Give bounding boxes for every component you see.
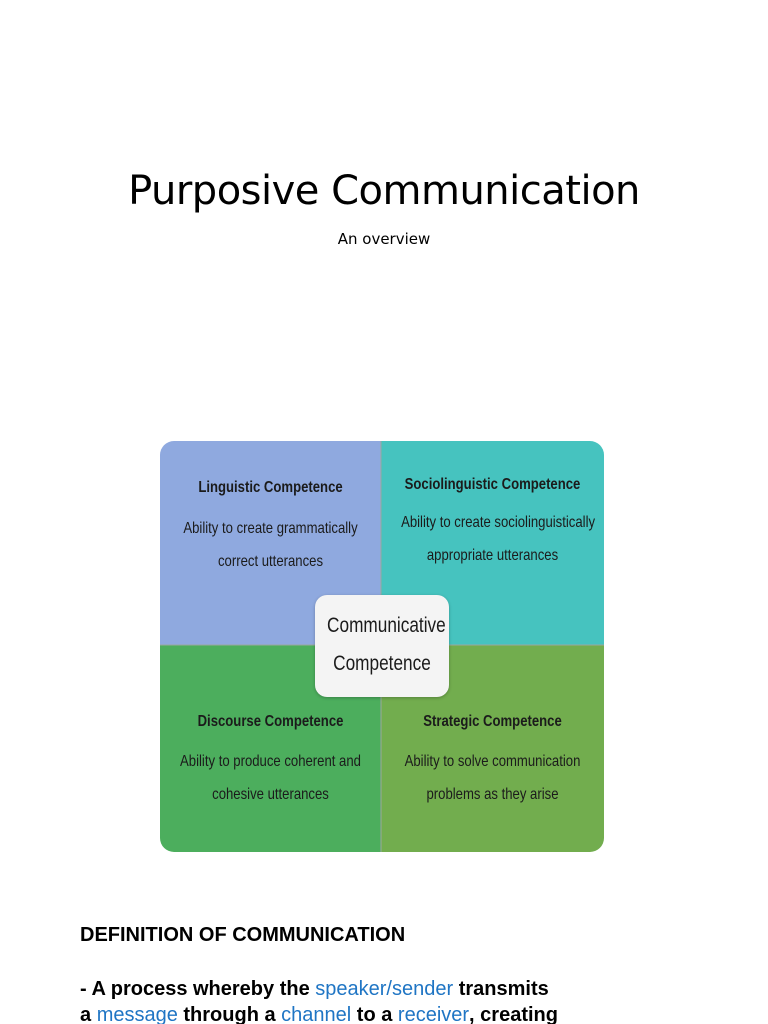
center-label-line: Competence bbox=[333, 652, 431, 675]
quadrant-title: Sociolinguistic Competence bbox=[404, 476, 581, 493]
quadrant-title: Strategic Competence bbox=[423, 713, 562, 730]
text-segment: - A process whereby the bbox=[80, 978, 316, 1000]
text-segment: , creating bbox=[469, 1004, 558, 1024]
term-receiver: receiver bbox=[397, 1004, 470, 1024]
quadrant-description-line: problems as they arise bbox=[426, 786, 559, 803]
text-segment: to a bbox=[351, 1004, 398, 1024]
definition-line: - A process whereby the speaker/sender t… bbox=[80, 976, 680, 1002]
quadrant-title: Linguistic Competence bbox=[198, 479, 343, 496]
definition-text: - A process whereby the speaker/sender t… bbox=[80, 976, 680, 1024]
term-channel: channel bbox=[281, 1004, 352, 1024]
center-label-box: Communicative Competence bbox=[315, 595, 449, 697]
quadrant-description-line: Ability to create grammatically bbox=[183, 520, 358, 537]
center-label-line: Communicative bbox=[327, 614, 446, 637]
quadrant-description-line: Ability to produce coherent and bbox=[180, 753, 361, 770]
quadrant-title: Discourse Competence bbox=[197, 713, 344, 730]
quadrant-description-line: Ability to solve communication bbox=[404, 753, 581, 770]
text-segment: through a bbox=[177, 1004, 282, 1024]
quadrant-description-line: correct utterances bbox=[217, 553, 324, 570]
text-segment: a bbox=[80, 1004, 97, 1024]
communicative-competence-diagram: Linguistic Competence Ability to create … bbox=[160, 441, 604, 852]
quadrant-linguistic-competence: Linguistic Competence Ability to create … bbox=[160, 441, 381, 645]
definition-heading: DEFINITION OF COMMUNICATION bbox=[80, 924, 406, 946]
page-title: Purposive Communication bbox=[128, 168, 640, 214]
term-message: message bbox=[96, 1004, 178, 1024]
quadrant-description-line: cohesive utterances bbox=[212, 786, 329, 803]
definition-line: a message through a channel to a receive… bbox=[80, 1002, 680, 1024]
quadrant-description-line: Ability to create sociolinguistically bbox=[401, 514, 596, 531]
term-speaker-sender: speaker/sender bbox=[315, 978, 454, 1000]
text-segment: transmits bbox=[453, 978, 549, 1000]
page-subtitle: An overview bbox=[337, 230, 431, 248]
quadrant-description-line: appropriate utterances bbox=[426, 547, 559, 564]
